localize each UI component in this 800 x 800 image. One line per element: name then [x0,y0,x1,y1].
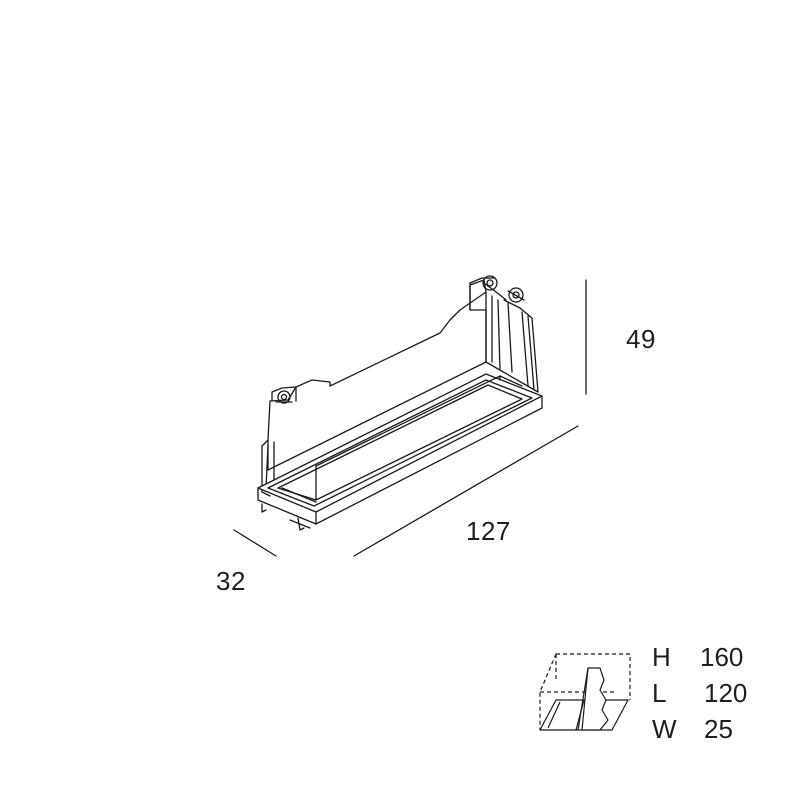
width-dimension-label: 32 [216,566,246,596]
housing-back-plate [267,279,487,471]
right-spring-clip-icon [482,275,498,291]
right-spring-coil-icon [508,287,524,303]
front-bezel-inner [267,379,533,507]
cutout-length-value: 120 [704,678,748,708]
bottom-clip-front [297,517,305,531]
cutout-length-row: L 120 [652,680,772,708]
cutout-width-row: W 25 [652,716,772,744]
bottom-clip-left [261,503,267,513]
left-mounting-tab [271,386,297,402]
cutout-height-key: H [652,642,671,672]
front-bezel-outer [257,373,543,513]
right-mounting-tab [469,277,495,311]
height-dimension-label: 49 [626,324,656,354]
left-side-bracket [261,439,271,497]
right-side-bracket [485,291,539,393]
cutout-height-row: H 160 [652,644,772,672]
length-dimension-line [353,425,579,557]
length-dimension-label: 127 [466,516,511,546]
left-spring-clip-icon [277,390,291,404]
cutout-width-key: W [652,714,677,744]
width-dimension-line [233,529,277,557]
cutout-height-value: 160 [700,642,744,672]
cutout-icon [539,653,631,731]
light-aperture [277,384,523,501]
cutout-length-key: L [652,678,667,708]
cutout-width-value: 25 [704,714,733,744]
